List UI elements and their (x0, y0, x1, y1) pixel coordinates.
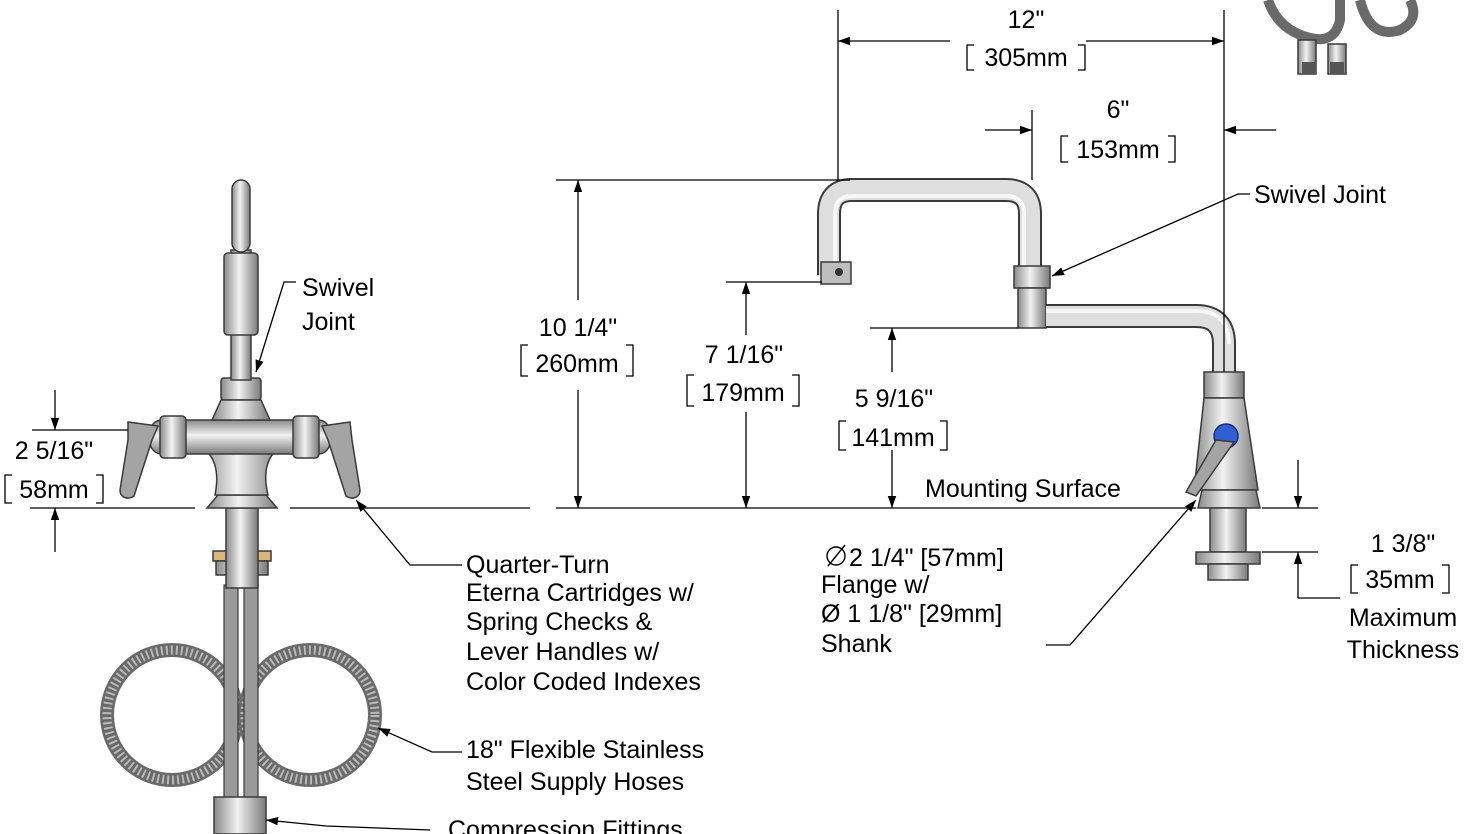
swivel-joint-front (220, 377, 262, 401)
swivel-joint-side-label: Swivel Joint (1254, 181, 1386, 209)
swivel-body (1017, 287, 1047, 329)
dim-6-inch: 6" (1107, 96, 1130, 124)
cartridge-label-line3: Spring Checks & (466, 608, 653, 636)
flange-label: Flange w/ (821, 571, 929, 599)
leader-cartridges (355, 499, 462, 566)
dim-10-inch: 10 1/4" (539, 314, 617, 342)
hoses-label-line1: 18" Flexible Stainless (466, 736, 704, 764)
leader-swivel-side (1051, 193, 1250, 277)
lever-handle-side (1184, 439, 1236, 497)
cartridge-label-line4: Lever Handles w/ (466, 638, 659, 666)
dim-12-inch: 12" (1008, 6, 1045, 34)
dim-5-mm: 141mm (851, 424, 934, 452)
shank-label: Shank (821, 630, 892, 658)
dim-7-inch: 7 1/16" (705, 341, 783, 369)
dim-10-mm: 260mm (535, 350, 618, 378)
threaded-shank-side (1209, 507, 1247, 553)
dim-2-inch: 2 5/16" (15, 437, 93, 465)
leader-compression (265, 817, 431, 831)
leader-flange (1046, 499, 1197, 646)
cartridge-label-line1: Quarter-Turn (466, 551, 610, 579)
compression-label: Compression Fittings (448, 816, 683, 834)
flange-front (205, 494, 279, 509)
left-lever-handle (119, 421, 160, 499)
cartridge-label-line5: Color Coded Indexes (466, 668, 701, 696)
spout-tip-front (231, 179, 251, 253)
swivel-sleeve (223, 252, 259, 336)
lock-nut-side (1195, 551, 1261, 565)
max-thickness-line1: Maximum (1349, 604, 1457, 632)
shank-diameter-label: Ø 1 1/8" [29mm] (821, 600, 1002, 628)
threaded-shank-front (225, 507, 259, 589)
swivel-label-line1: Swivel (302, 274, 374, 302)
right-bonnet-nut (292, 415, 320, 459)
mounting-surface-label: Mounting Surface (925, 475, 1121, 503)
cartridge-label-line2: Eterna Cartridges w/ (466, 579, 694, 607)
diameter-icon (826, 544, 846, 567)
leader-hoses (377, 727, 462, 753)
dim-2-mm: 58mm (19, 476, 88, 504)
right-lever-handle (320, 421, 361, 499)
dim-thickness-inch: 1 3/8" (1371, 530, 1435, 558)
dim-5-inch: 5 9/16" (855, 385, 933, 413)
bonnet-nut-side (1203, 371, 1245, 399)
max-thickness-line2: Thickness (1347, 636, 1460, 664)
supply-hoses-drawing (100, 584, 382, 806)
dim-thickness-mm: 35mm (1365, 566, 1434, 594)
compression-fittings-drawing (213, 796, 267, 834)
hose-inset-image (1263, 0, 1419, 75)
flange-diameter-label: 2 1/4" [57mm] (849, 544, 1004, 572)
left-bonnet-nut (159, 415, 187, 459)
front-view-faucet (100, 179, 382, 834)
flange-side (1197, 489, 1261, 509)
swivel-joint-side (1013, 265, 1051, 289)
dim-6-mm: 153mm (1076, 136, 1159, 164)
hoses-label-line2: Steel Supply Hoses (466, 768, 684, 796)
swivel-label-line2: Joint (302, 308, 355, 336)
shank-end-side (1207, 563, 1249, 581)
dim-12-mm: 305mm (984, 44, 1067, 72)
leader-swivel-front (255, 281, 296, 373)
mm-brackets (4, 44, 1450, 594)
swivel-base (210, 399, 272, 421)
dim-7-mm: 179mm (701, 379, 784, 407)
